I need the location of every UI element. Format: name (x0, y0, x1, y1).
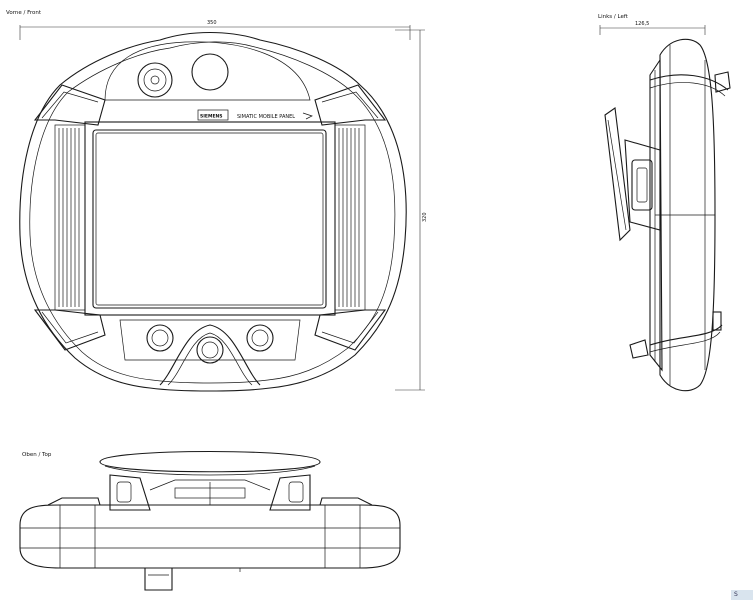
emergency-stop-icon (137, 62, 173, 98)
front-view-label: Vorne / Front (6, 10, 42, 16)
display-area (92, 129, 327, 309)
key-switch-icon (191, 53, 229, 91)
brand-plate (197, 109, 229, 121)
side-depth-value: 126,5 (635, 21, 649, 27)
side-depth-dimension: 126,5 (599, 21, 706, 35)
front-view: Vorne / Front 350 320 SIEM (6, 10, 428, 392)
left-grip (33, 84, 106, 351)
side-grip-handle (604, 107, 631, 242)
product-text: SIMATIC MOBILE PANEL (237, 114, 295, 120)
front-width-dimension: 350 (19, 20, 411, 40)
front-width-value: 350 (207, 20, 217, 26)
top-view: Oben / Top (19, 450, 401, 591)
side-view-label: Links / Left (598, 14, 629, 20)
side-connector (631, 159, 653, 211)
bottom-button-left (146, 324, 174, 352)
screen-frame (84, 121, 336, 316)
bottom-button-center (196, 336, 224, 364)
corner-tab[interactable]: S (731, 590, 753, 600)
side-bottom-knob (712, 311, 722, 331)
top-cover (99, 450, 321, 473)
front-outer-body (19, 32, 407, 392)
top-view-label: Oben / Top (22, 452, 52, 458)
side-top-knob (714, 71, 731, 93)
top-bottom-knob (144, 568, 173, 591)
top-main-body (19, 504, 401, 569)
brand-text: SIEMENS (200, 114, 223, 120)
front-height-dimension: 320 (395, 29, 428, 391)
front-height-value: 320 (422, 212, 428, 222)
bottom-button-right (246, 324, 274, 352)
side-view: Links / Left 126,5 (598, 14, 731, 392)
